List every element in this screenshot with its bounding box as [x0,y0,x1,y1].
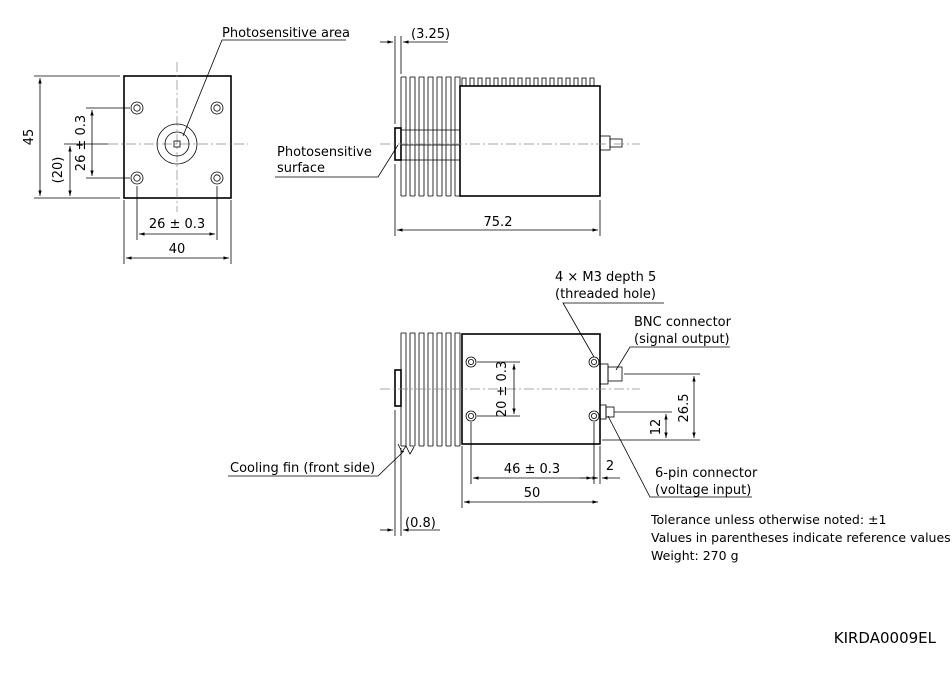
height-dimension: 45 [22,129,37,146]
six-pin-connector [599,404,615,420]
length-dimension: 75.2 [484,215,513,230]
window-outer-ring [156,123,198,165]
threaded-hole-label-2: (threaded hole) [555,287,656,302]
bottom-window [394,369,402,407]
front-view-body [123,75,232,199]
bottom-cooling-fins [397,332,461,455]
fin-offset-dimension: (3.25) [411,27,450,42]
rear-connector [599,135,611,151]
notes: Tolerance unless otherwise noted: ±1 Val… [650,512,952,563]
top-fins [461,77,595,86]
photosensitive-area [173,140,181,148]
photosensitive-surface-leader [275,144,399,178]
photosensitive-surface-label-1: Photosensitive [277,145,372,160]
note-tolerance: Tolerance unless otherwise noted: ±1 [650,512,886,527]
six-pin-label-1: 6-pin connector [655,466,758,481]
fin-thickness-dimension: (0.8) [405,516,436,531]
photosensitive-area-leader [182,39,346,137]
pin-height-dimension: 12 [649,419,664,436]
fin-break-line [397,443,415,455]
width-dimension: 40 [169,242,186,257]
body-length-dimension: 50 [524,486,541,501]
front-view: Photosensitive area 45 (20) 26 ± 0.3 26 … [22,26,350,264]
threaded-hole-leader [562,302,664,358]
hole-spacing-vertical-dimension: 20 ± 0.3 [495,361,510,417]
bnc-leader [615,346,730,371]
window-inner-ring [164,131,190,157]
cooling-fin-label: Cooling fin (front side) [230,461,375,476]
cooling-fin-leader [228,450,405,477]
side-view-body [459,85,601,197]
threaded-hole-label-1: 4 × M3 depth 5 [555,270,656,285]
hole-horizontal-dimension: 26 ± 0.3 [149,217,205,232]
bnc-height-dimension: 26.5 [677,394,692,423]
front-mounting-holes [130,101,224,185]
bottom-view: 4 × M3 depth 5 (threaded hole) BNC conne… [228,270,758,536]
bnc-connector [599,363,623,385]
six-pin-label-2: (voltage input) [655,483,751,498]
hole-vertical-dimension: 26 ± 0.3 [74,115,89,171]
ref-height-dimension: (20) [51,157,66,184]
hole-spacing-horizontal-dimension: 46 ± 0.3 [504,462,560,477]
six-pin-leader [607,415,752,498]
connector-offset-dimension: 2 [606,459,614,474]
note-reference-values: Values in parentheses indicate reference… [651,530,952,545]
side-cooling-fins [400,76,461,197]
side-view: (3.25) Photosensitive surface 75.2 [275,27,640,236]
photosensitive-area-label: Photosensitive area [222,26,350,41]
bnc-label-2: (signal output) [634,332,730,347]
bnc-label-1: BNC connector [634,315,732,330]
photosensitive-surface-label-2: surface [277,161,325,176]
drawing-code: KIRDA0009EL [834,629,937,647]
note-weight: Weight: 270 g [651,548,739,563]
